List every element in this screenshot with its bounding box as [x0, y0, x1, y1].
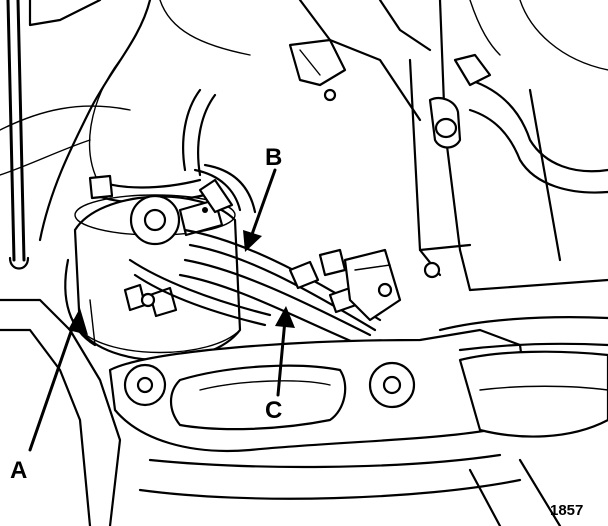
figure-number: 1857 [550, 502, 583, 519]
fuel-pipes [128, 163, 382, 347]
callout-label-b: B [265, 144, 282, 171]
lower-cross-member [108, 328, 532, 500]
pipe-connector-block [343, 248, 402, 322]
dipstick-rod [6, 0, 30, 270]
callout-label-a: A [10, 457, 27, 484]
chassis-frame [0, 0, 432, 526]
callout-leaders [28, 168, 295, 452]
wire-harness [88, 59, 217, 204]
right-lower-frame [438, 316, 608, 526]
fuel-filter-canister [64, 194, 242, 361]
upper-hose [453, 0, 608, 194]
top-bracket [159, 0, 347, 102]
callout-label-c: C [265, 397, 282, 424]
right-strut [408, 0, 608, 292]
